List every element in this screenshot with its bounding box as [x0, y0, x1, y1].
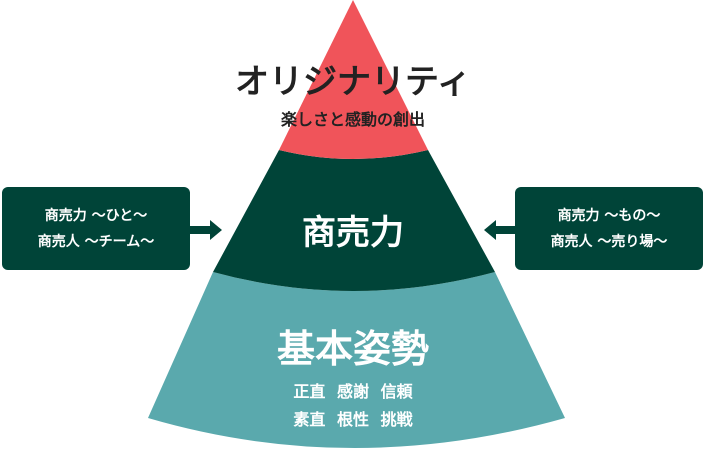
bottom-tier-values-1: 正直 感謝 信頼 [293, 382, 413, 401]
left-box-line-1: 商売力 〜ひと〜 [44, 207, 148, 224]
left-box-line-2: 商売人 〜チーム〜 [37, 233, 155, 250]
pyramid-bottom-tier [148, 272, 565, 448]
pyramid-top-tier [279, 0, 428, 159]
arrow-left-icon [484, 220, 516, 240]
right-box-line-1: 商売力 〜もの〜 [557, 207, 661, 224]
left-box: 商売力 〜ひと〜 商売人 〜チーム〜 [2, 187, 190, 270]
bottom-tier-title: 基本姿勢 [276, 327, 429, 371]
arrow-right-icon [190, 220, 222, 240]
right-box: 商売力 〜もの〜 商売人 〜売り場〜 [515, 187, 703, 270]
top-tier-subtitle: 楽しさと感動の創出 [280, 110, 425, 129]
top-tier-title: オリジナリティ [235, 62, 471, 102]
middle-tier-title: 商売力 [302, 213, 404, 253]
right-box-line-2: 商売人 〜売り場〜 [550, 233, 668, 250]
bottom-tier-values-2: 素直 根性 挑戦 [293, 410, 413, 429]
pyramid-middle-tier [213, 150, 495, 291]
